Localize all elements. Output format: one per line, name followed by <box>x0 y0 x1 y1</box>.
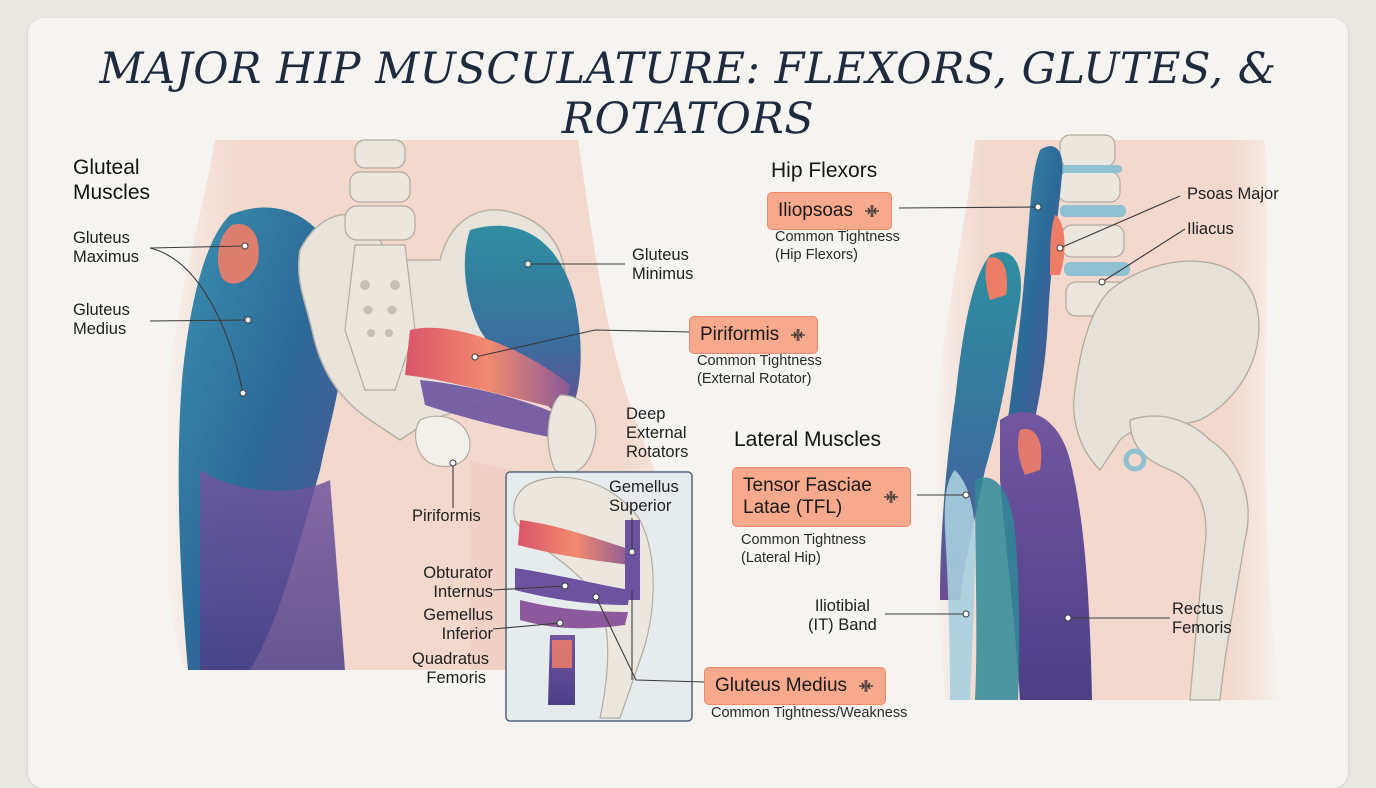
psoas-major-label: Psoas Major <box>1187 185 1279 203</box>
hip-flexors-heading: Hip Flexors <box>771 159 878 182</box>
anatomy-illustration <box>149 134 1280 722</box>
iliopsoas-note: Common Tightness(Hip Flexors) <box>775 229 900 263</box>
tfl-red-shape <box>985 257 1008 300</box>
left-thigh-shape <box>200 470 345 670</box>
sacral-foramina <box>360 280 400 337</box>
lateral-muscles-heading: Lateral Muscles <box>734 428 882 451</box>
inset-gemellus-column <box>625 520 640 600</box>
inset-gemellus-superior <box>518 520 632 565</box>
gluteus-medius-red-shape <box>217 224 259 284</box>
inset-quadratus-red <box>552 640 572 668</box>
spine-vertebrae <box>344 139 416 391</box>
rotator-band-shape <box>420 380 570 440</box>
psoas-major-shape <box>1005 146 1063 440</box>
obturator-foramen <box>414 415 471 468</box>
compress-arrows-icon <box>859 680 874 692</box>
leader-lines <box>149 195 1186 683</box>
leader-dots <box>239 203 1106 627</box>
compress-arrows-icon <box>865 205 879 217</box>
piriformis-label: Piriformis <box>412 507 481 525</box>
compress-arrows-icon <box>883 491 898 503</box>
lumbar-vertebrae <box>1057 134 1131 317</box>
rectus-red-shape <box>1017 429 1042 475</box>
piriformis-badge: Piriformis <box>689 316 819 354</box>
compress-arrows-icon <box>791 329 806 341</box>
it-band-label: Iliotibial(IT) Band <box>808 597 877 634</box>
femur-lateral <box>1129 415 1249 701</box>
inset-obturator <box>515 568 630 605</box>
gluteus-medius-badge: Gluteus Medius <box>704 667 887 705</box>
knee-ring <box>1123 448 1147 472</box>
inset-gemellus-inferior <box>520 600 628 629</box>
gluteus-medius-note: Common Tightness/Weakness <box>711 705 908 721</box>
rectus-femoris-shape <box>1000 412 1092 700</box>
page-title: MAJOR HIP MUSCULATURE: FLEXORS, GLUTES, … <box>99 44 1277 144</box>
piriformis-shape <box>405 327 570 410</box>
it-band-shape <box>944 470 975 700</box>
gluteus-minimus-shape <box>464 225 581 420</box>
iliopsoas-badge: Iliopsoas <box>767 192 892 230</box>
iliacus-red-shape <box>1050 215 1065 275</box>
piriformis-note: Common Tightness(External Rotator) <box>697 353 822 387</box>
intervertebral-discs <box>1058 165 1130 276</box>
tfl-note: Common Tightness(Lateral Hip) <box>741 532 866 566</box>
thigh-teal-shape <box>975 477 1020 700</box>
iliacus-label: Iliacus <box>1187 220 1234 238</box>
